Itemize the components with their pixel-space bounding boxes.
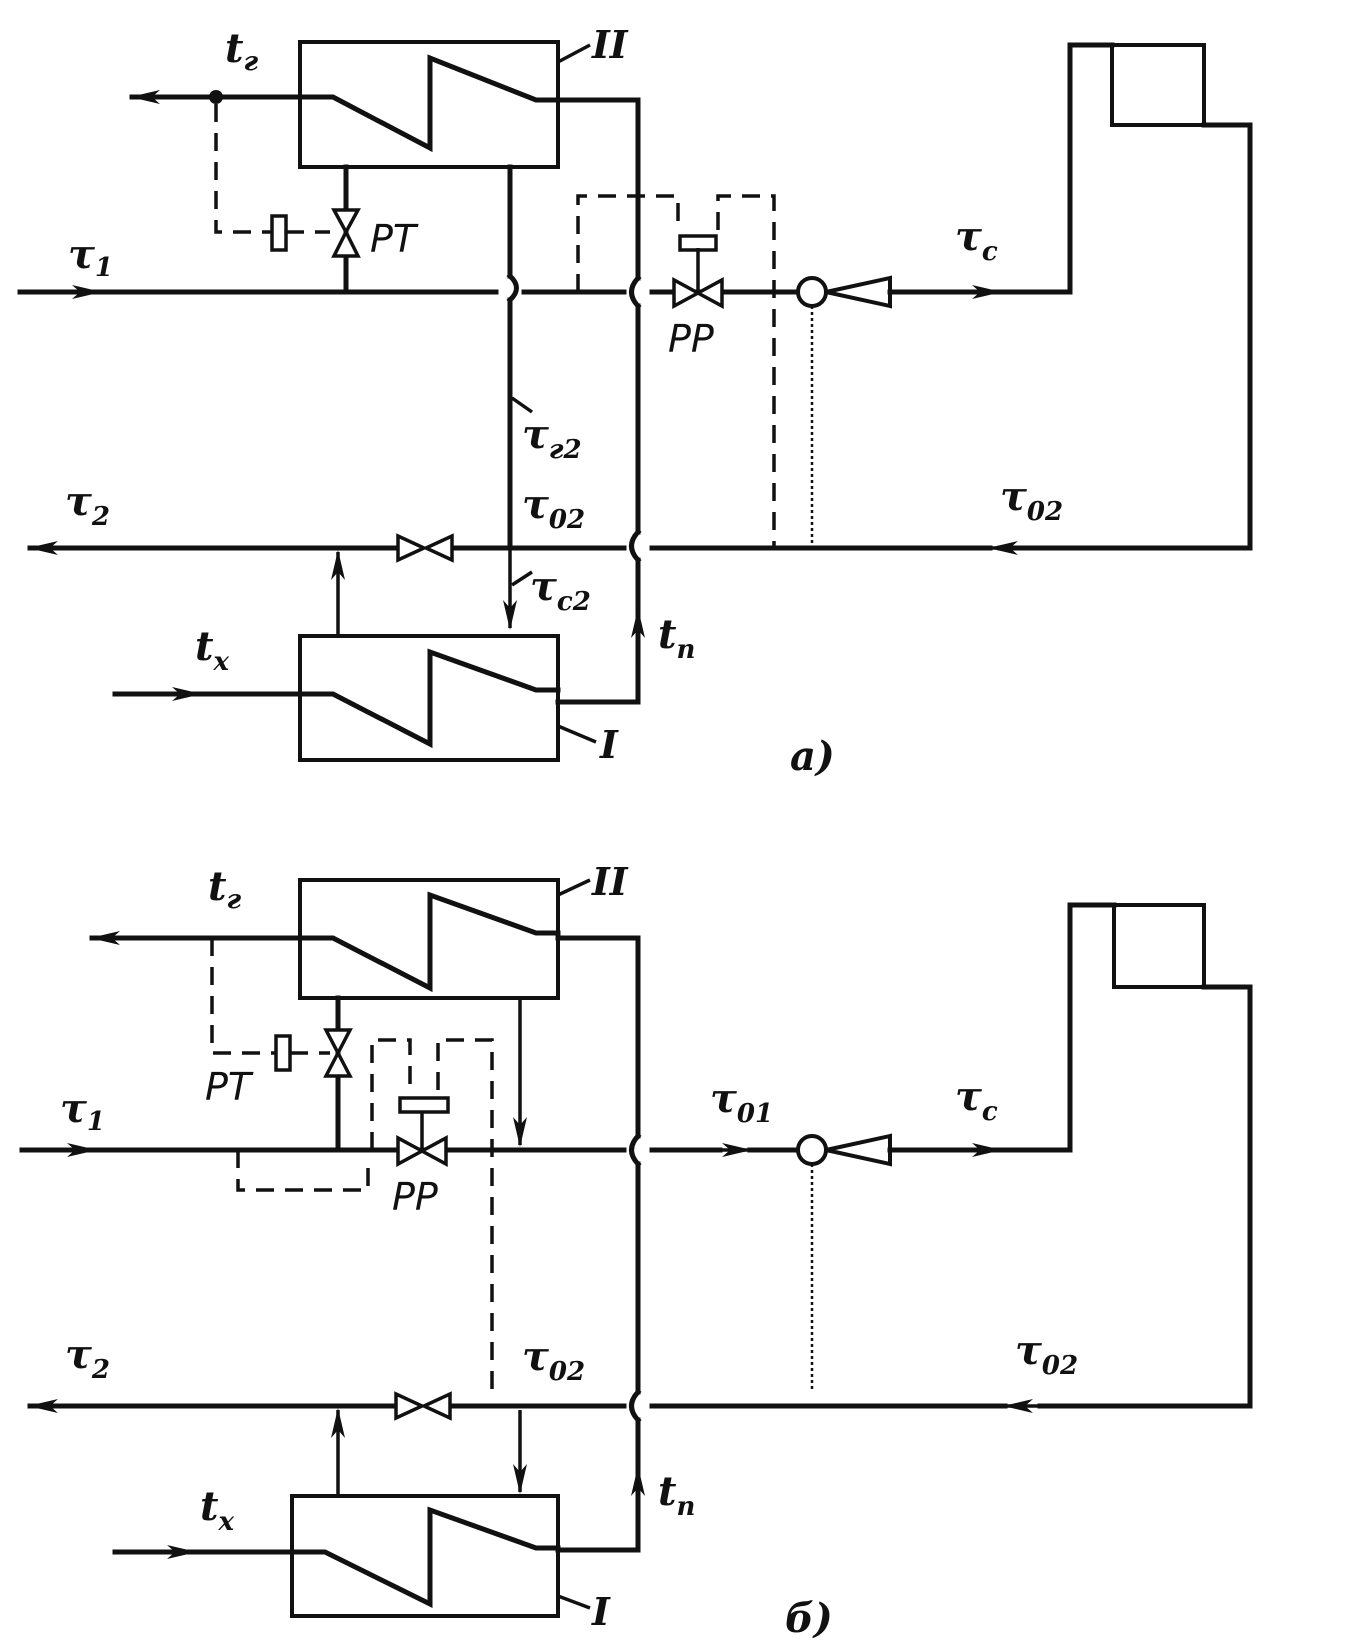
rt-actuator-a bbox=[270, 214, 288, 252]
label-rr-b: PP bbox=[392, 1175, 438, 1219]
diagram-a: tг II τ1 PT PP τc τг2 τ2 τ02 τ02 τc2 tx … bbox=[17, 22, 1253, 780]
heat-exchanger-2-a bbox=[297, 40, 561, 169]
rr-impulse-line-b bbox=[370, 1038, 412, 1150]
caption-a: а) bbox=[790, 733, 835, 780]
label-tau02-right-a: τ02 bbox=[1000, 473, 1063, 527]
label-hx1-b: I bbox=[591, 1589, 611, 1634]
label-tn-a: tп bbox=[658, 611, 695, 665]
label-tau1-b: τ1 bbox=[60, 1085, 105, 1137]
rt-valve-a bbox=[331, 208, 361, 258]
rt-actuator-b bbox=[274, 1034, 292, 1072]
label-tau01-b: τ01 bbox=[710, 1075, 773, 1129]
label-tx-b: tx bbox=[200, 1483, 234, 1537]
label-tx-a: tx bbox=[195, 623, 229, 677]
radiator-b bbox=[1112, 903, 1206, 989]
hx2-return-pipe-a bbox=[555, 97, 641, 281]
heat-exchanger-2-b bbox=[297, 878, 561, 1000]
heat-exchanger-1-b bbox=[289, 1494, 561, 1618]
label-tg-a: tг bbox=[225, 25, 258, 77]
elevator-b bbox=[796, 1133, 892, 1167]
label-tau-c-a: τc bbox=[955, 213, 998, 267]
rt-impulse-line-b bbox=[210, 938, 276, 1055]
label-tau-g2-a: τг2 bbox=[522, 411, 582, 465]
elevator-a bbox=[796, 275, 892, 309]
diagram-b: tг II τ1 PT PP τ01 τc τ2 τ02 τ02 tx tп I… bbox=[19, 859, 1253, 1642]
rt-valve-b bbox=[323, 1028, 353, 1078]
caption-b: б) bbox=[785, 1595, 833, 1642]
hx2-return-pipe-b bbox=[555, 935, 641, 1139]
gate-valve-a bbox=[396, 533, 454, 563]
gate-valve-b bbox=[394, 1391, 452, 1421]
label-tau02-mid-a: τ02 bbox=[522, 481, 585, 535]
label-tau-c-b: τc bbox=[955, 1073, 998, 1127]
rr-impulse-line-a bbox=[576, 194, 680, 292]
rr-valve-a bbox=[672, 234, 724, 309]
label-tau1-a: τ1 bbox=[68, 231, 113, 283]
label-hx2-b: II bbox=[591, 859, 629, 904]
label-rt-b: PT bbox=[205, 1065, 254, 1109]
label-tau02-mid-b: τ02 bbox=[522, 1333, 585, 1387]
sensor-node-a bbox=[209, 90, 223, 104]
label-hx1-a: I bbox=[599, 722, 619, 767]
rt-impulse-line-a bbox=[214, 104, 272, 234]
heating-return-pipe-a bbox=[997, 122, 1253, 551]
label-hx2-a: II bbox=[591, 22, 629, 67]
heating-return-pipe-b bbox=[1037, 984, 1253, 1409]
label-tau02-right-b: τ02 bbox=[1015, 1327, 1078, 1381]
label-rr-a: PP bbox=[668, 317, 714, 361]
radiator-a bbox=[1110, 43, 1206, 127]
label-tn-b: tп bbox=[658, 1468, 695, 1522]
heat-exchanger-1-a bbox=[297, 634, 561, 762]
label-tg-b: tг bbox=[208, 863, 241, 915]
label-tau2-b: τ2 bbox=[65, 1331, 110, 1385]
label-tau2-a: τ2 bbox=[65, 478, 110, 532]
rr-valve-b bbox=[396, 1096, 450, 1167]
label-tau-c2-a: τc2 bbox=[530, 563, 591, 617]
label-rt-a: PT bbox=[370, 217, 419, 261]
